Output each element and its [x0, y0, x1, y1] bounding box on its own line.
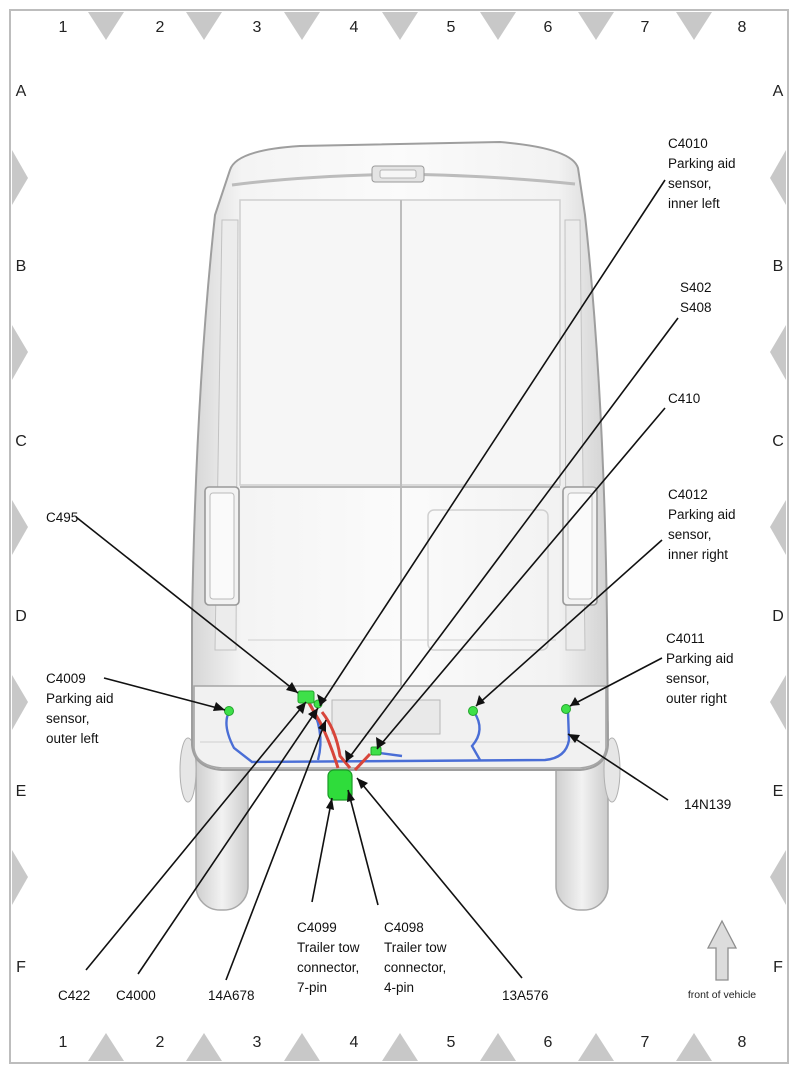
- callout-c495: C495: [46, 510, 78, 525]
- callout-14a678: 14A678: [208, 988, 255, 1003]
- column-label: 3: [253, 1034, 262, 1051]
- column-label: 6: [544, 1034, 553, 1051]
- callout-c4010: C4010 Parking aid sensor, inner left: [668, 136, 739, 211]
- grid-row-labels-right: A B C D E F: [772, 83, 784, 976]
- leader-lines: [75, 179, 679, 981]
- column-label: 8: [738, 19, 747, 36]
- column-label: 2: [156, 1034, 165, 1051]
- grid-column-labels-top: 1 2 3 4 5 6 7 8: [59, 19, 747, 36]
- row-label: D: [772, 608, 784, 625]
- callout-c4012: C4012 Parking aid sensor, inner right: [668, 487, 739, 562]
- column-label: 4: [350, 19, 359, 36]
- c410-connector: [370, 746, 382, 756]
- column-label: 3: [253, 19, 262, 36]
- callout-labels: C4010 Parking aid sensor, inner left S40…: [46, 136, 739, 1003]
- trailer-tow-connector: [327, 769, 353, 801]
- callout-s402-s408: S402 S408: [680, 280, 715, 315]
- front-of-vehicle-label: front of vehicle: [688, 989, 756, 1001]
- row-label: B: [773, 258, 784, 275]
- grid-row-labels-left: A B C D E F: [15, 83, 27, 976]
- row-label: E: [16, 783, 27, 800]
- row-label: F: [773, 959, 783, 976]
- front-of-vehicle-indicator: front of vehicle: [688, 919, 756, 1001]
- column-label: 6: [544, 19, 553, 36]
- callout-c4099: C4099 Trailer tow connector, 7-pin: [297, 920, 363, 995]
- row-label: D: [15, 608, 27, 625]
- callout-c422: C422: [58, 988, 90, 1003]
- c495-connector: [297, 690, 315, 704]
- column-label: 5: [447, 1034, 456, 1051]
- callout-c410: C410: [668, 391, 700, 406]
- callout-13a576: 13A576: [502, 988, 549, 1003]
- row-label: C: [15, 433, 27, 450]
- column-label: 4: [350, 1034, 359, 1051]
- callout-c4000: C4000: [116, 988, 156, 1003]
- column-label: 1: [59, 1034, 68, 1051]
- callout-14n139: 14N139: [684, 797, 731, 812]
- c4012-connector: [468, 706, 478, 716]
- column-label: 7: [641, 1034, 650, 1051]
- diagram-frame: [9, 9, 789, 1064]
- column-label: 1: [59, 19, 68, 36]
- van-rear-view: [179, 140, 621, 911]
- trailer-tow-harness: [304, 697, 372, 772]
- column-label: 2: [156, 19, 165, 36]
- callout-c4098: C4098 Trailer tow connector, 4-pin: [384, 920, 450, 995]
- callout-c4009: C4009 Parking aid sensor, outer left: [46, 671, 117, 746]
- c4011-connector: [561, 704, 571, 714]
- row-label: C: [772, 433, 784, 450]
- up-arrow-icon: [706, 919, 738, 981]
- grid-indicators: [12, 12, 786, 1061]
- row-label: E: [773, 783, 784, 800]
- column-label: 8: [738, 1034, 747, 1051]
- callout-c4011: C4011 Parking aid sensor, outer right: [666, 631, 737, 706]
- column-label: 7: [641, 19, 650, 36]
- row-label: A: [16, 83, 27, 100]
- row-label: B: [16, 258, 27, 275]
- row-label: A: [773, 83, 784, 100]
- column-label: 5: [447, 19, 456, 36]
- c4009-connector: [224, 706, 234, 716]
- row-label: F: [16, 959, 26, 976]
- grid-column-labels-bottom: 1 2 3 4 5 6 7 8: [59, 1034, 747, 1051]
